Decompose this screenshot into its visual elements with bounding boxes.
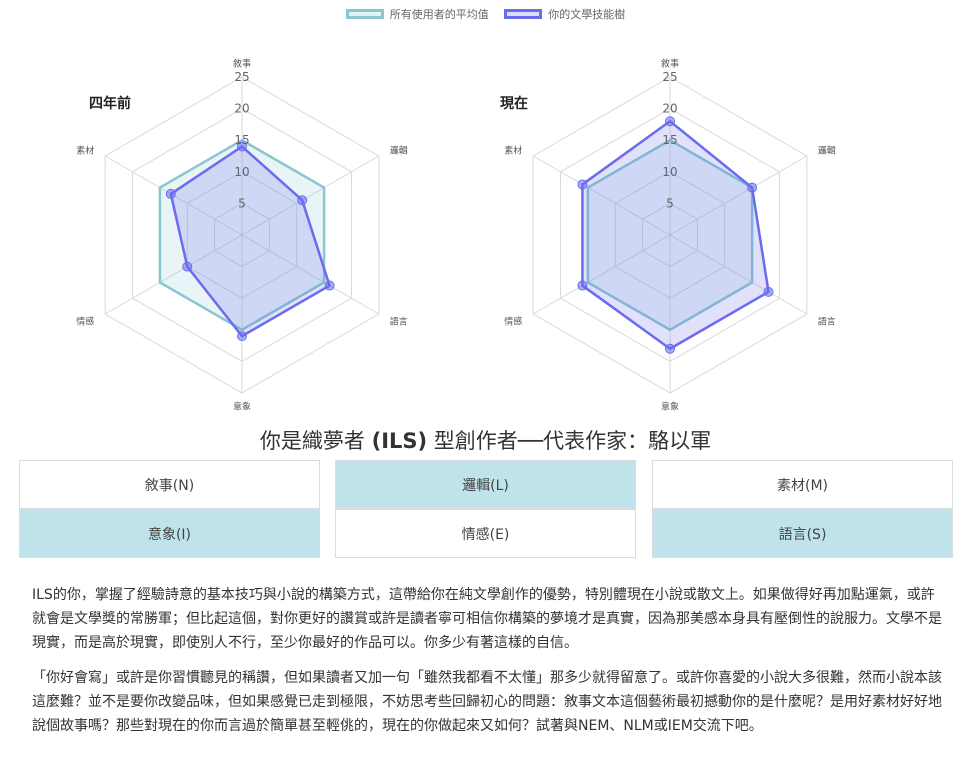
- radar-point: [297, 195, 308, 206]
- trait-label: 意象(I): [147, 526, 192, 543]
- trait-label: 邏輯(L): [462, 477, 509, 494]
- radar-axis-label: 意象: [233, 401, 251, 413]
- radar-tick-label: 10: [662, 165, 677, 179]
- legend-label-user: 你的文學技能樹: [548, 8, 626, 21]
- radar-spoke: [241, 155, 380, 236]
- radar-point: [182, 261, 193, 272]
- radar-tick-label: 15: [662, 133, 677, 147]
- radar-spoke: [669, 155, 808, 236]
- radar-spoke: [532, 234, 671, 315]
- radar-axis-label: 意象: [661, 401, 679, 413]
- radar-axis-label: 敘事: [661, 57, 679, 69]
- chart-legend: 所有使用者的平均值 你的文學技能樹: [0, 6, 971, 22]
- radar-axis-label: 素材: [76, 145, 94, 157]
- legend-item-average[interactable]: 所有使用者的平均值: [345, 6, 489, 22]
- radar-tick-label: 20: [234, 102, 249, 116]
- trait-label: 敘事(N): [144, 477, 195, 494]
- radar-tick-label: 15: [234, 133, 249, 147]
- radar-chart-title: 四年前: [89, 95, 131, 112]
- headline-prefix: 你是織夢者: [259, 429, 372, 453]
- radar-tick-label: 25: [234, 70, 249, 84]
- trait-label: 語言(S): [778, 526, 827, 543]
- radar-tick-label: 10: [234, 165, 249, 179]
- radar-point: [665, 343, 675, 354]
- radar-spoke: [669, 234, 808, 315]
- radar-spoke: [532, 155, 671, 236]
- trait-logic: 邏輯(L): [335, 460, 636, 509]
- trait-imagery: 意象(I): [19, 509, 320, 558]
- trait-narrative: 敘事(N): [19, 460, 320, 509]
- radar-tick-label: 25: [662, 70, 677, 84]
- legend-label-average: 所有使用者的平均值: [389, 8, 489, 21]
- legend-swatch-user: [504, 9, 543, 19]
- radar-point: [165, 188, 176, 199]
- radar-point: [763, 286, 774, 297]
- radar-spoke: [104, 234, 243, 315]
- result-description: ILS的你，掌握了經驗詩意的基本技巧與小說的構築方式，這帶給你在純文學創作的優勢…: [32, 583, 947, 749]
- radar-axis-label: 情感: [504, 315, 522, 327]
- radar-chart-title: 現在: [500, 95, 528, 112]
- radar-point: [577, 179, 588, 190]
- radar-tick-label: 20: [662, 102, 677, 116]
- radar-axis-label: 語言: [818, 315, 836, 327]
- radar-point: [577, 280, 588, 291]
- radar-axis-label: 情感: [76, 315, 94, 327]
- radar-tick-label: 5: [666, 196, 674, 210]
- trait-emotion: 情感(E): [335, 509, 636, 558]
- radar-axis-label: 素材: [504, 145, 522, 157]
- trait-label: 情感(E): [461, 526, 510, 543]
- radar-axis-label: 邏輯: [818, 145, 836, 157]
- result-headline: 你是織夢者 (ILS) 型創作者──代表作家：駱以軍: [0, 425, 971, 455]
- radar-spoke: [241, 234, 380, 315]
- radar-point: [665, 116, 675, 127]
- radar-axis-label: 敘事: [233, 57, 251, 69]
- radar-point: [747, 182, 758, 193]
- legend-swatch-average: [345, 9, 384, 19]
- radar-axis-label: 語言: [390, 315, 408, 327]
- trait-label: 素材(M): [776, 477, 828, 494]
- trait-language: 語言(S): [652, 509, 953, 558]
- headline-suffix: 型創作者──代表作家：駱以軍: [427, 429, 712, 453]
- radar-series-user: [581, 119, 770, 351]
- radar-axis-label: 邏輯: [390, 145, 408, 157]
- legend-item-user[interactable]: 你的文學技能樹: [504, 6, 625, 22]
- radar-tick-label: 5: [238, 196, 246, 210]
- headline-type-code: (ILS): [371, 429, 428, 453]
- description-paragraph-2: 「你好會寫」或許是你習慣聽見的稱讚，但如果讀者又加一句「雖然我都看不太懂」那多少…: [32, 670, 942, 734]
- radar-point: [237, 331, 247, 342]
- trait-grid: 敘事(N) 邏輯(L) 素材(M) 意象(I) 情感(E) 語言(S): [19, 460, 953, 559]
- trait-material: 素材(M): [652, 460, 953, 509]
- radar-point: [324, 280, 335, 291]
- description-paragraph-1: ILS的你，掌握了經驗詩意的基本技巧與小說的構築方式，這帶給你在純文學創作的優勢…: [32, 587, 942, 651]
- radar-point: [237, 141, 247, 152]
